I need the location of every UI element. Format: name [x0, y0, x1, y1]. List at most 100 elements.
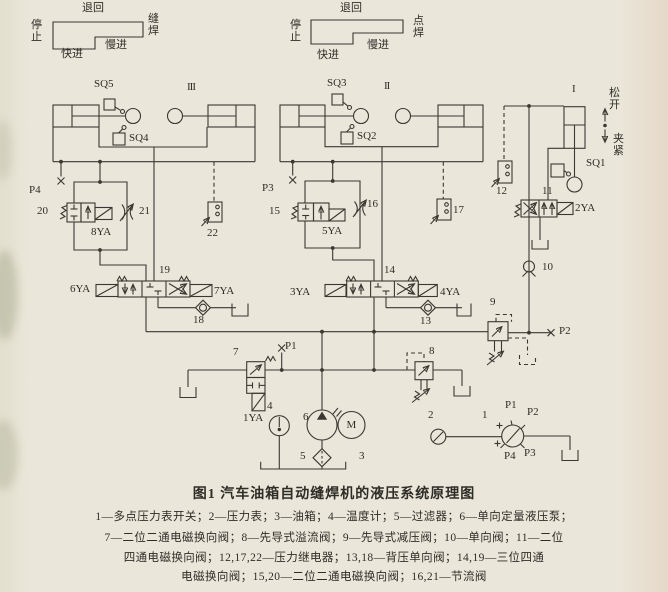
- component-20-label: 20: [37, 205, 48, 217]
- component-9-label: 9: [490, 296, 496, 308]
- tank-icon: [531, 240, 549, 250]
- solenoid-5ya-icon: [328, 208, 346, 222]
- solenoid-1ya-icon: [251, 392, 266, 412]
- solenoid-2ya-icon: [556, 201, 574, 216]
- roller-right-ii: [394, 107, 412, 125]
- tank-icon: [518, 355, 537, 366]
- tank-icon: [179, 387, 197, 399]
- spot-weld-cycle-shape: [310, 19, 404, 45]
- gauge-port-p1-label: P1: [505, 399, 517, 411]
- limit-switch-sq4-icon: [112, 124, 127, 146]
- solenoid-5ya-label: 5YA: [322, 225, 343, 237]
- tank-icon: [561, 450, 579, 462]
- component-1-label: 1: [482, 409, 488, 421]
- test-point-p2-label: P2: [559, 325, 571, 337]
- throttle-valve-16-icon: [352, 201, 366, 218]
- relief-valve-8-symbol: [406, 352, 471, 403]
- spring-icon: [407, 275, 419, 283]
- component-18-label: 18: [193, 314, 204, 326]
- spring-icon: [290, 205, 299, 220]
- legend-line-3: 四通电磁换向阀；12,17,22—压力继电器；13,18—背压单向阀；14,19…: [123, 552, 545, 564]
- spring-icon: [265, 355, 276, 363]
- component-16-label: 16: [367, 198, 378, 210]
- valve-7-symbol: [246, 355, 276, 412]
- limit-switch-sq2-icon: [340, 123, 355, 145]
- pressure-relay-12-icon: [491, 160, 513, 188]
- roller-left-iii: [124, 107, 142, 125]
- cylinder-ii-label: II: [384, 80, 390, 92]
- roller-right-iii: [166, 107, 184, 125]
- speed-control-block-ii: [290, 161, 375, 281]
- pressure-lines: [146, 329, 488, 410]
- throttle-valve-21-icon: [119, 205, 133, 222]
- legend-line-4: 电磁换向阀；15,20—二位二通电磁换向阀；16,21—节流阀: [181, 571, 487, 583]
- valve-19-symbol: [95, 275, 249, 332]
- cycle2-stop-label: 停止: [290, 19, 301, 44]
- solenoid-4ya-label: 4YA: [440, 286, 461, 298]
- spring-icon: [59, 204, 68, 220]
- solenoid-1ya-label: 1YA: [243, 412, 264, 424]
- valve-15-symbol: [290, 202, 346, 222]
- legend-line-1: 1—多点压力表开关；2—压力表；3—油箱；4—温度计；5—过滤器；6—单向定量液…: [95, 511, 573, 523]
- component-6-label: 6: [303, 411, 309, 423]
- sq4-label: SQ4: [129, 132, 149, 144]
- component-17-label: 17: [453, 204, 464, 216]
- solenoid-7ya-icon: [189, 283, 213, 298]
- cycle2-return-label: 退回: [340, 2, 362, 14]
- sq5-label: SQ5: [94, 78, 114, 90]
- solenoid-7ya-label: 7YA: [214, 285, 235, 297]
- tank-icon: [231, 303, 249, 317]
- cycle2-spotweld-label: 点焊: [413, 15, 424, 40]
- solenoid-3ya-label: 3YA: [290, 286, 311, 298]
- tank-icon: [453, 386, 471, 397]
- gauge-port-p2-label: P2: [527, 406, 539, 418]
- component-8-label: 8: [429, 345, 435, 357]
- valve-20-symbol: [59, 202, 113, 223]
- check-valve-13-icon: [419, 299, 437, 316]
- component-22-label: 22: [207, 227, 218, 239]
- cycle1-return-label: 退回: [82, 2, 104, 14]
- motor-m-label: M: [346, 418, 357, 431]
- limit-switch-sq1-icon: [550, 163, 572, 178]
- figure-title: 图1 汽车油箱自动缝焊机的液压系统原理图: [192, 487, 476, 502]
- cycle1-fast-label: 快进: [61, 48, 83, 60]
- test-point-p1-label: P1: [285, 340, 297, 352]
- speed-control-block-iii: [59, 161, 147, 281]
- solenoid-8ya-icon: [94, 206, 113, 221]
- clamp-label: 夹紧: [613, 133, 624, 158]
- tank-icon: [456, 303, 472, 317]
- sq3-label: SQ3: [327, 77, 347, 89]
- main-tank-icon: [260, 461, 347, 470]
- component-4-label: 4: [267, 400, 273, 412]
- cylinder-i-label: I: [572, 83, 576, 95]
- check-valve-18-icon: [194, 299, 212, 316]
- test-point-p4-label: P4: [29, 184, 41, 196]
- spring-icon: [178, 275, 190, 283]
- seam-weld-cycle-shape: [52, 21, 144, 50]
- release-label: 松开: [609, 87, 620, 112]
- component-5-label: 5: [300, 450, 306, 462]
- clamp-circuit: [503, 104, 607, 333]
- component-15-label: 15: [269, 205, 280, 217]
- limit-switch-sq3-icon: [331, 93, 353, 111]
- cycle1-stop-label: 停止: [31, 19, 42, 44]
- solenoid-8ya-label: 8YA: [91, 226, 112, 238]
- legend-line-2: 7—二位二通电磁换向阀；8—先导式溢流阀；9—先导式减压阀；10—单向阀；11—…: [104, 532, 564, 544]
- sq2-label: SQ2: [357, 130, 377, 142]
- gauge-port-p4-label: P4: [504, 450, 516, 462]
- solenoid-4ya-icon: [417, 283, 438, 298]
- component-19-label: 19: [159, 264, 170, 276]
- component-21-label: 21: [139, 205, 150, 217]
- schematic-linework: [52, 19, 668, 470]
- pump-symbol: [306, 409, 338, 449]
- solenoid-6ya-label: 6YA: [70, 283, 91, 295]
- spring-icon: [513, 203, 522, 218]
- pressure-gauge-2-icon: [430, 428, 447, 445]
- cycle1-seamweld-label: 缝焊: [148, 13, 159, 38]
- roller-left-ii: [352, 107, 370, 125]
- gauge-port-p3-label: P3: [524, 447, 536, 459]
- motor-symbol: [332, 407, 366, 440]
- pressure-relay-22-icon: [201, 201, 223, 227]
- solenoid-2ya-label: 2YA: [575, 202, 596, 214]
